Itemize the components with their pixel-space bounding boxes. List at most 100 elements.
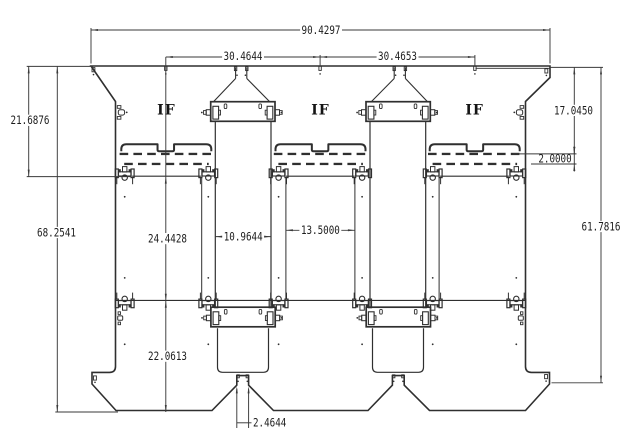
dim-label-bay-width: 13.5000 bbox=[301, 223, 340, 237]
base-clamp-5-tab bbox=[430, 304, 436, 311]
tray-1-hidden-row1-dash bbox=[174, 152, 184, 156]
dim-arrow bbox=[573, 146, 576, 154]
side-tab-right-dot bbox=[513, 111, 516, 114]
bracket-b-bottom-key-slot bbox=[413, 308, 418, 315]
dim-arrow bbox=[320, 56, 328, 58]
tray-2-hidden-row2-dash bbox=[333, 162, 343, 166]
tray-clamp-2-jaw-fill bbox=[201, 169, 205, 173]
bay-1-label: IF bbox=[157, 103, 176, 119]
side-tab-bottom-right-lug bbox=[517, 315, 524, 321]
rail-hole-dot bbox=[431, 277, 434, 279]
corner-tab-tr-slot bbox=[544, 68, 549, 74]
dim-label-mask bbox=[222, 231, 265, 243]
tray-2-hidden-row1-dash bbox=[301, 152, 310, 156]
base-clamp-2-jaw-fill bbox=[201, 304, 205, 308]
tray-clamp-3-jaw-fill bbox=[282, 169, 285, 173]
corner-tab-bl-dot bbox=[94, 381, 96, 384]
bracket-a-top-screw-right-dot bbox=[280, 111, 283, 114]
base-clamp-6-screw-circle bbox=[513, 295, 520, 303]
tray-clamp-4-screw-circle bbox=[358, 174, 366, 181]
corner-tab-bl-slot bbox=[93, 375, 97, 381]
vnotch-dot bbox=[237, 380, 239, 383]
tray-clamp-2-jaw-fill bbox=[212, 169, 215, 173]
rail-hole-dot bbox=[361, 277, 363, 279]
side-tab-left-sq bbox=[116, 105, 122, 109]
axis-index-slot bbox=[473, 65, 477, 71]
base-clamp-2-jaw-fill bbox=[212, 304, 215, 308]
funnel-b-diag-left bbox=[371, 78, 395, 102]
funnel-a-diag-left bbox=[213, 78, 236, 102]
tray-1-hidden-row1-dash bbox=[133, 152, 142, 156]
dim-label-tray-rows-gap: 2.0000 bbox=[538, 152, 571, 166]
tray-clamp-5-jaw-fill bbox=[436, 169, 440, 173]
tray-1-hidden-row2-dash bbox=[207, 162, 209, 166]
rail-hole-dot bbox=[361, 343, 363, 346]
dim-arrow bbox=[56, 66, 59, 74]
side-tab-right-lug bbox=[515, 109, 524, 116]
dim-arrow bbox=[164, 176, 167, 184]
funnel-b-hole-dot bbox=[394, 74, 397, 76]
tray-1-hidden-row1-dash bbox=[147, 152, 156, 156]
bracket-b-bottom-key-slot bbox=[379, 308, 383, 315]
tray-3-hidden-row1-dash bbox=[483, 152, 492, 156]
dim-label-notch-width: 2.4644 bbox=[253, 416, 286, 430]
base-clamp-6-jaw-fill bbox=[520, 304, 523, 308]
bracket-b-top-screw-right-dot bbox=[435, 111, 438, 114]
bracket-b-top-screw-left-dot bbox=[356, 111, 358, 114]
vnotch-dot bbox=[402, 380, 404, 383]
tray-clamp-1-screw-circle bbox=[121, 174, 128, 181]
rail-hole-dot bbox=[277, 195, 280, 198]
funnel-b-slot-tab bbox=[392, 66, 396, 72]
axis-index-dot bbox=[319, 73, 321, 75]
corner-tab-br-slot bbox=[544, 374, 548, 380]
bracket-a-top-plate-left-bump bbox=[218, 109, 221, 116]
dim-label-slot-width: 10.9644 bbox=[224, 230, 263, 244]
vnotch-dot bbox=[392, 380, 395, 383]
tray-clamp-3-screw-circle bbox=[275, 174, 282, 181]
dim-arrow bbox=[600, 375, 602, 383]
dim-arrow bbox=[164, 293, 167, 301]
funnel-a-slot-tab bbox=[245, 66, 249, 72]
bracket-b-top-key-slot bbox=[379, 103, 383, 110]
tray-3-hidden-row1-dash bbox=[455, 152, 465, 156]
tray-clamp-4-jaw-fill bbox=[355, 169, 359, 173]
dim-label-upper-right-height: 17.0450 bbox=[554, 103, 593, 117]
side-tab-right-sq bbox=[519, 116, 525, 120]
tray-2-hidden-row1-dash bbox=[356, 152, 366, 156]
tray-clamp-6-jaw-fill bbox=[509, 169, 513, 173]
tray-1-hidden-row2-dash bbox=[138, 162, 147, 166]
bracket-b-bottom-plate-right-bump bbox=[420, 315, 424, 321]
tray-3-hidden-row1-dash bbox=[497, 152, 506, 156]
dim-arrow bbox=[600, 67, 602, 75]
tray-1-hidden-row2-dash bbox=[124, 162, 133, 166]
bracket-a-bottom-key-slot bbox=[258, 308, 263, 315]
bracket-a-top-screw-left-dot bbox=[200, 111, 203, 114]
funnel-a-diag-right bbox=[246, 78, 270, 102]
rail-hole-dot bbox=[207, 343, 210, 346]
bay-3-label: IF bbox=[465, 103, 484, 119]
side-tab-bottom-right-sq bbox=[520, 311, 524, 315]
tray-1-hidden-row2-dash bbox=[165, 162, 175, 166]
dim-arrow bbox=[27, 169, 30, 177]
bracket-a-top-key-slot bbox=[258, 103, 262, 110]
bracket-a-top-screw-left-head bbox=[203, 110, 207, 115]
tray-3-hidden-row2-dash bbox=[432, 162, 442, 166]
dim-arrow bbox=[164, 405, 167, 412]
base-clamp-3-screw-circle bbox=[275, 295, 282, 303]
vnotch-tab bbox=[392, 374, 396, 379]
tray-clamp-4-jaw-fill bbox=[366, 169, 369, 173]
base-clamp-1-tab bbox=[122, 304, 128, 311]
rail-hole-dot bbox=[361, 195, 363, 198]
bracket-b-bottom-screw-right-dot bbox=[436, 317, 438, 319]
tray-2-hidden-row2-dash bbox=[319, 162, 329, 166]
channel-b-pocket bbox=[371, 328, 425, 373]
tray-3-hidden-row1-dash bbox=[441, 152, 451, 156]
tray-clamp-5-jaw-fill bbox=[426, 169, 429, 173]
base-clamp-5-jaw-fill bbox=[436, 304, 440, 308]
dim-label-mask bbox=[552, 104, 595, 116]
side-tab-left-sq bbox=[116, 116, 122, 120]
tray-1-hidden-row2-dash bbox=[151, 162, 161, 166]
base-clamp-2-tab bbox=[205, 304, 212, 311]
